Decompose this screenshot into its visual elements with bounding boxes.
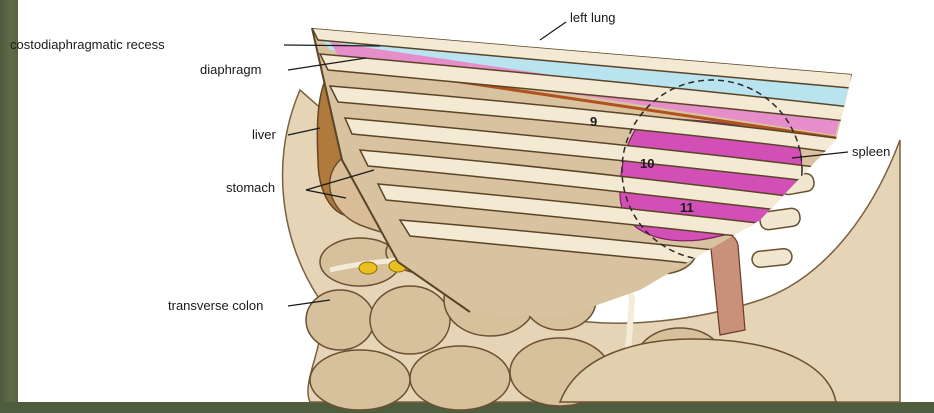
label-diaphragm: diaphragm	[200, 62, 261, 77]
rib-number-10: 10	[640, 156, 654, 171]
rib-number-11: 11	[680, 200, 694, 215]
label-spleen: spleen	[852, 144, 890, 159]
label-transverse-colon: transverse colon	[168, 298, 263, 313]
label-left-lung: left lung	[570, 10, 616, 25]
rib-number-9: 9	[590, 114, 597, 129]
label-liver: liver	[252, 127, 277, 142]
label-stomach: stomach	[226, 180, 275, 195]
label-costodiaphragmatic-recess: costodiaphragmatic recess	[10, 37, 165, 52]
